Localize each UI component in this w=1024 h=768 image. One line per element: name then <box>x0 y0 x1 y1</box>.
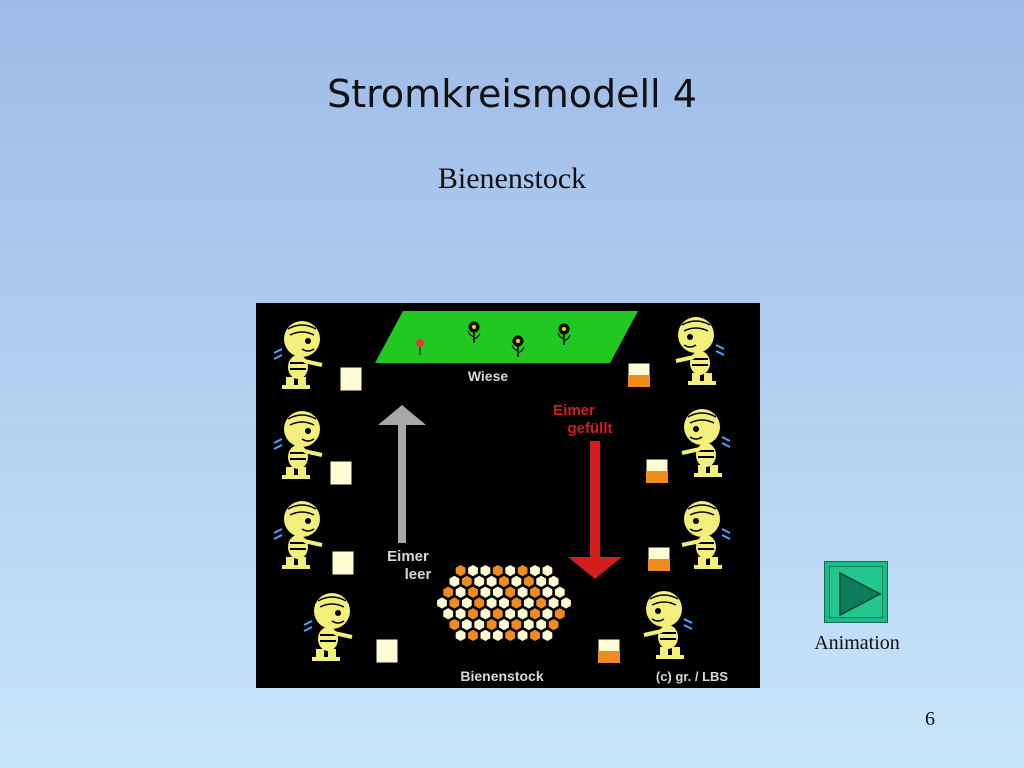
bee-left-3 <box>272 499 355 576</box>
honeycomb-cell <box>535 617 548 632</box>
honeycomb-cell <box>460 574 473 589</box>
honeycomb <box>436 563 572 643</box>
honeycomb-cell <box>522 596 535 610</box>
honeycomb-cell <box>560 596 572 610</box>
honeycomb-cell <box>454 607 467 621</box>
honeycomb-cell <box>448 617 461 632</box>
bee-right-1 <box>627 315 726 388</box>
honeycomb-cell <box>516 563 529 578</box>
honeycomb-cell <box>467 607 479 621</box>
honeycomb-cell <box>473 574 486 589</box>
animation-play-button[interactable] <box>824 561 888 623</box>
honeycomb-cell <box>529 563 541 578</box>
honeycomb-cell <box>436 596 448 610</box>
honeycomb-cell <box>541 563 554 578</box>
honeycomb-cell <box>491 585 504 599</box>
honeycomb-cell <box>553 607 566 621</box>
honeycomb-cell <box>516 607 529 621</box>
honeycomb-cell <box>467 585 479 599</box>
honeycomb-cell <box>479 563 492 578</box>
honeycomb-cell <box>504 628 517 643</box>
honeycomb-cell <box>479 628 492 643</box>
honeycomb-cell <box>485 617 498 632</box>
honeycomb-cell <box>522 617 535 632</box>
bee-right-3 <box>647 499 732 572</box>
honeycomb-cell <box>448 574 461 589</box>
honeycomb-cell <box>460 617 473 632</box>
honeycomb-cell <box>510 596 523 610</box>
animation-label: Animation <box>814 632 900 654</box>
honeycomb-cell <box>522 574 535 589</box>
honeycomb-cell <box>547 596 560 610</box>
honeycomb-cell <box>504 563 517 578</box>
honeycomb-cell <box>491 628 504 643</box>
meadow-field <box>375 311 638 363</box>
honeycomb-cell <box>479 607 492 621</box>
page-number: 6 <box>925 708 935 730</box>
honeycomb-cell <box>504 607 517 621</box>
honeycomb-cell <box>516 628 529 643</box>
bee-left-1 <box>272 319 363 392</box>
empty-bucket-label-line2: leer <box>405 566 432 583</box>
filled-bucket-label-line1: Eimer <box>553 402 595 419</box>
honeycomb-cell <box>442 607 455 621</box>
honeycomb-cell <box>473 617 486 632</box>
play-icon <box>839 571 882 617</box>
honeycomb-cell <box>535 574 548 589</box>
honeycomb-cell <box>510 617 523 632</box>
honeycomb-cell <box>491 563 504 578</box>
honeycomb-cell <box>448 596 461 610</box>
honeycomb-cell <box>498 617 510 632</box>
honeycomb-cell <box>460 596 473 610</box>
honeycomb-cell <box>541 607 554 621</box>
flower-icon <box>416 321 571 358</box>
honeycomb-cell <box>504 585 517 599</box>
honeycomb-cell <box>547 574 560 589</box>
bee-left-2 <box>272 409 353 486</box>
slide-title: Stromkreismodell 4 <box>327 72 697 116</box>
bee-left-4 <box>302 591 399 664</box>
honeycomb-cell <box>553 585 566 599</box>
honeycomb-cell <box>442 585 455 599</box>
empty-bucket-label-line1: Eimer <box>387 548 429 565</box>
bee-right-2 <box>645 407 732 484</box>
honeycomb-cell <box>498 596 510 610</box>
honeycomb-cell <box>535 596 548 610</box>
copyright-label: (c) gr. / LBS <box>656 669 729 684</box>
meadow-label: Wiese <box>468 368 509 384</box>
hive-label: Bienenstock <box>460 668 543 684</box>
honeycomb-cell <box>510 574 523 589</box>
filled-bucket-arrow <box>568 441 622 579</box>
honeycomb-cell <box>541 585 554 599</box>
honeycomb-cell <box>547 617 560 632</box>
honeycomb-cell <box>479 585 492 599</box>
honeycomb-cell <box>529 628 541 643</box>
honeycomb-cell <box>485 596 498 610</box>
honeycomb-cell <box>467 563 479 578</box>
honeycomb-cell <box>485 574 498 589</box>
bee-circuit-illustration: Wiese Eimer leer Eimer gefüllt Bienensto… <box>256 303 760 688</box>
honeycomb-cell <box>498 574 510 589</box>
slide-subtitle: Bienenstock <box>437 162 587 195</box>
honeycomb-cell <box>529 607 541 621</box>
honeycomb-cell <box>454 628 467 643</box>
filled-bucket-label-line2: gefüllt <box>568 420 613 437</box>
honeycomb-cell <box>541 628 554 643</box>
honeycomb-cell <box>467 628 479 643</box>
honeycomb-cell <box>473 596 486 610</box>
honeycomb-cell <box>529 585 541 599</box>
honeycomb-cell <box>516 585 529 599</box>
honeycomb-cell <box>454 585 467 599</box>
empty-bucket-arrow <box>378 405 426 543</box>
honeycomb-cell <box>491 607 504 621</box>
bee-right-4 <box>597 589 694 664</box>
honeycomb-cell <box>454 563 467 578</box>
